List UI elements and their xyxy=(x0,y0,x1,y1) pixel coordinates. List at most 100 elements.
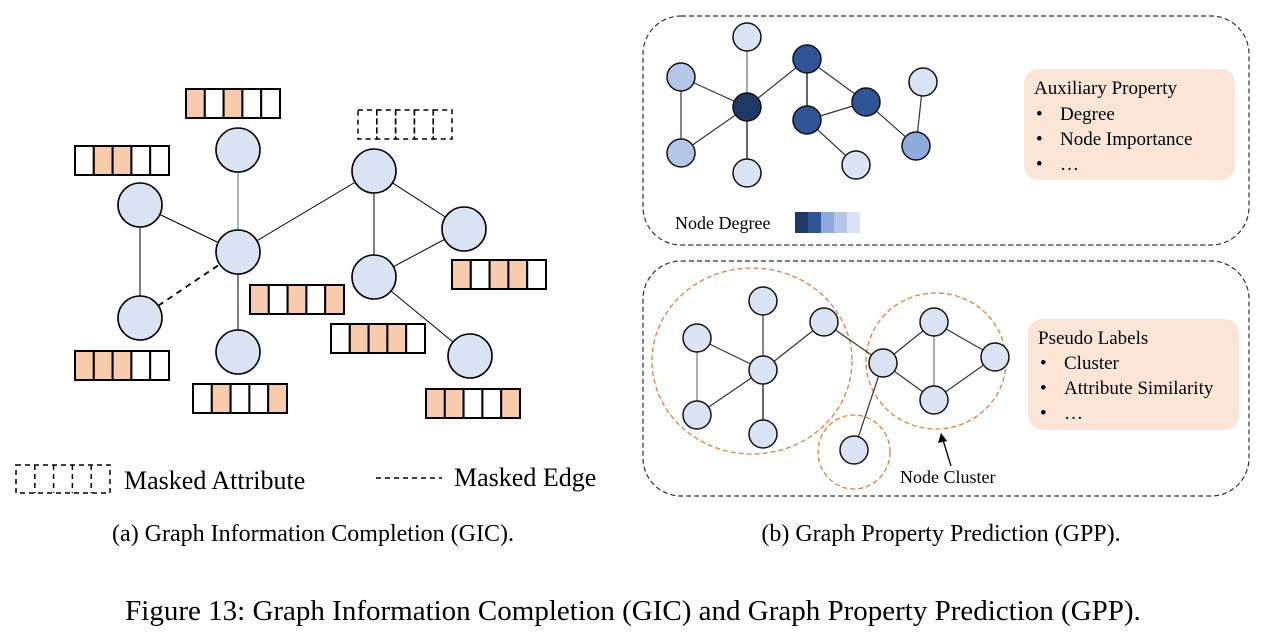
edge xyxy=(237,170,375,253)
attribute-cell xyxy=(488,259,510,290)
graph-node xyxy=(351,254,397,300)
panel-b-caption: (b) Graph Property Prediction (GPP). xyxy=(761,521,1120,547)
degree-scale-swatch xyxy=(795,212,808,233)
pseudo-labels-container xyxy=(642,260,1250,497)
panel-a-caption: (a) Graph Information Completion (GIC). xyxy=(112,521,514,547)
graph-node xyxy=(980,342,1010,372)
attribute-cell xyxy=(130,145,152,176)
attribute-cell xyxy=(229,383,251,414)
attribute-cell xyxy=(386,323,408,354)
attribute-cell xyxy=(222,88,244,119)
pseudo-labels-box xyxy=(1028,319,1239,430)
pseudo-labels-item: Cluster xyxy=(1064,353,1120,374)
degree-scale-swatch xyxy=(821,212,834,233)
pseudo-labels-title: Pseudo Labels xyxy=(1038,328,1148,349)
bullet: • xyxy=(1040,378,1047,399)
graph-node xyxy=(809,307,839,337)
attribute-cell xyxy=(241,88,263,119)
attribute-cell xyxy=(267,383,289,414)
attribute-cell xyxy=(92,350,114,381)
bullet: • xyxy=(1040,403,1047,424)
attribute-cell xyxy=(376,109,397,140)
attribute-cell xyxy=(286,284,308,315)
legend-masked-edge: Masked Edge xyxy=(376,463,596,492)
degree-node xyxy=(732,92,762,122)
attribute-cell xyxy=(149,145,170,176)
panel-b-gpp: Node Degree Auxiliary Property • Degree … xyxy=(642,15,1250,547)
attribute-cell xyxy=(507,259,529,290)
graph-node xyxy=(441,206,487,252)
graph-node xyxy=(117,182,163,228)
auxiliary-property-item: Node Importance xyxy=(1060,129,1192,150)
degree-scale-swatch xyxy=(847,212,860,233)
masked-edge xyxy=(139,251,239,319)
graph-node xyxy=(682,323,712,353)
attribute-cell xyxy=(210,383,232,414)
bullet: • xyxy=(1036,154,1043,175)
attribute-cell xyxy=(405,323,427,354)
degree-node xyxy=(841,150,871,180)
graph-node xyxy=(919,307,949,337)
attribute-cell xyxy=(111,145,133,176)
attribute-cell xyxy=(432,109,453,140)
attribute-cell xyxy=(394,109,416,140)
graph-node xyxy=(215,229,261,275)
degree-node xyxy=(792,105,822,135)
legend-masked-attribute: Masked Attribute xyxy=(15,464,305,495)
node-cluster xyxy=(651,267,853,455)
attribute-vector xyxy=(74,350,170,381)
graph-node xyxy=(447,333,493,379)
node-cluster-label: Node Cluster xyxy=(900,467,995,487)
degree-scale-swatch xyxy=(834,212,847,233)
degree-node xyxy=(732,22,762,52)
degree-node xyxy=(666,62,696,92)
attribute-cell xyxy=(249,284,270,315)
auxiliary-property-item: … xyxy=(1060,154,1079,175)
graph-node xyxy=(748,286,778,316)
attribute-cell xyxy=(367,323,389,354)
graph-node xyxy=(215,127,261,173)
attribute-cell xyxy=(192,383,213,414)
attribute-cell xyxy=(267,284,289,315)
legend-masked-attribute-label: Masked Attribute xyxy=(124,466,305,495)
bullet: • xyxy=(1036,129,1043,150)
attribute-cell xyxy=(348,323,370,354)
node-degree-scale xyxy=(795,212,860,233)
attribute-cell xyxy=(357,109,378,140)
attribute-cell xyxy=(203,88,225,119)
node-cluster xyxy=(817,414,891,490)
legend-masked-edge-label: Masked Edge xyxy=(454,463,596,492)
arrow-head-icon xyxy=(938,433,947,443)
attribute-vector xyxy=(185,88,282,119)
degree-node xyxy=(792,44,822,74)
graph-node xyxy=(919,385,949,415)
attribute-cell xyxy=(330,323,351,354)
node-cluster-annotation: Node Cluster xyxy=(900,433,995,487)
graph-node xyxy=(748,355,778,385)
degree-node xyxy=(666,138,696,168)
attribute-cell xyxy=(149,350,170,381)
graph-node xyxy=(839,435,869,465)
degree-node xyxy=(732,158,762,188)
attribute-cell xyxy=(74,145,95,176)
masked-attribute-vector xyxy=(357,109,453,140)
auxiliary-property-item: Degree xyxy=(1060,104,1115,125)
degree-node xyxy=(908,67,938,97)
attribute-cell xyxy=(500,388,522,419)
bullet: • xyxy=(1040,353,1047,374)
attribute-cell xyxy=(481,388,503,419)
attribute-cell xyxy=(443,388,465,419)
attribute-cell xyxy=(130,350,152,381)
attribute-vector xyxy=(249,284,346,315)
degree-node xyxy=(851,87,881,117)
graph-node xyxy=(351,148,397,194)
graph-node xyxy=(117,295,163,341)
graph-node xyxy=(748,419,778,449)
attribute-cell xyxy=(92,145,114,176)
panel-a-gic: Masked Attribute Masked Edge (a) Graph I… xyxy=(15,88,596,547)
degree-scale-swatch xyxy=(808,212,821,233)
attribute-cell xyxy=(305,284,327,315)
attribute-vector xyxy=(425,388,522,419)
attribute-cell xyxy=(185,88,206,119)
attribute-vector xyxy=(74,145,170,176)
